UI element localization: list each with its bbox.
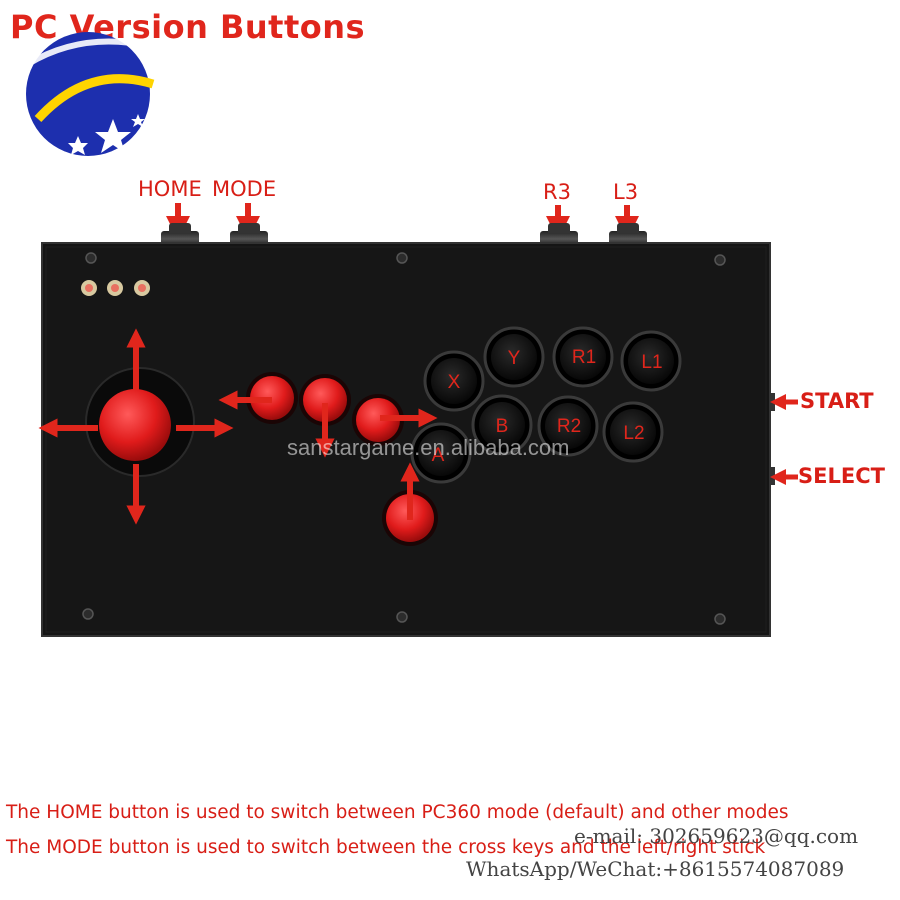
x-button-label: X [448, 372, 461, 393]
l3-label: L3 [613, 180, 639, 204]
x-button[interactable] [425, 352, 483, 410]
home-label: HOME [138, 177, 202, 201]
select-label: SELECT [798, 464, 885, 488]
mode-label: MODE [212, 177, 277, 201]
r2-button-label: R2 [557, 416, 581, 437]
home-note: The HOME button is used to switch betwee… [6, 802, 789, 823]
a-button-label: A [432, 445, 445, 466]
led-icon [81, 280, 150, 296]
r1-button-label: R1 [572, 347, 596, 368]
logo-icon [26, 32, 155, 156]
start-button[interactable] [769, 393, 775, 411]
contact-email: e-mail: 302659623@qq.com [574, 824, 859, 848]
y-button-label: Y [508, 348, 521, 369]
contact-phone: WhatsApp/WeChat:+8615574087089 [466, 857, 845, 881]
watermark: sanstargame.en.alibaba.com [287, 435, 570, 460]
l1-button[interactable] [622, 332, 680, 390]
r1-button[interactable] [554, 328, 612, 386]
face-buttons-ring [410, 326, 682, 484]
joystick-ball [99, 389, 171, 461]
screw-icon [82, 252, 726, 625]
r3-label: R3 [543, 180, 571, 204]
l2-button[interactable] [604, 403, 662, 461]
y-button[interactable] [485, 328, 543, 386]
l1-button-label: L1 [641, 352, 662, 373]
start-label: START [800, 389, 874, 413]
select-button[interactable] [769, 467, 775, 485]
mode-note: The MODE button is used to switch betwee… [6, 837, 766, 858]
l2-button-label: L2 [623, 423, 644, 444]
b-button-label: B [496, 416, 509, 437]
joystick[interactable] [99, 389, 171, 461]
